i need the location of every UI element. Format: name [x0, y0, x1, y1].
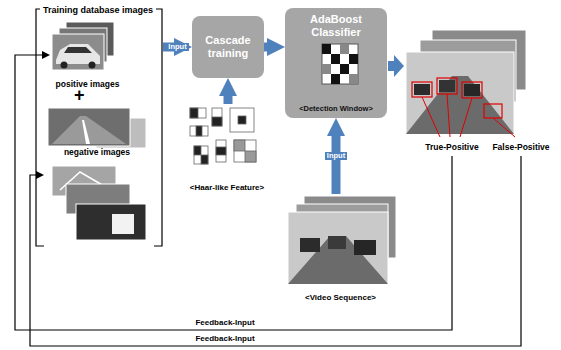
- block-arrow: [264, 43, 267, 52]
- haar-feature: [194, 146, 201, 155]
- window-cell: [349, 74, 358, 84]
- block-arrow: [332, 136, 341, 194]
- car: [439, 80, 455, 92]
- result-label: False-Positive: [491, 143, 550, 153]
- wheel: [61, 62, 68, 69]
- classifier-box: AdaBoost Classifier <Detection Window>: [285, 8, 387, 118]
- haar-feature: [234, 140, 245, 151]
- block-arrow: [224, 96, 233, 104]
- photo: [52, 34, 104, 70]
- feedback-line: [30, 156, 521, 346]
- image-set: <Video Sequence>: [283, 194, 398, 302]
- window-cell: [322, 44, 331, 54]
- window-cell: [322, 64, 331, 74]
- edge-label: Feedback-Input: [193, 334, 256, 343]
- window-cell: [340, 44, 349, 54]
- window-cell: [331, 74, 340, 84]
- image-caption: <Video Sequence>: [304, 293, 377, 302]
- car: [300, 238, 320, 252]
- lane-mark: [82, 120, 90, 144]
- car: [414, 84, 430, 95]
- haar-feature: [245, 151, 256, 162]
- road: [52, 116, 126, 144]
- haar-feature: [234, 140, 256, 162]
- haar-feature: [190, 108, 198, 118]
- window-cell: [331, 54, 340, 64]
- result-label: False-Positive: [487, 140, 555, 156]
- edge-label: Input: [325, 152, 347, 161]
- haar-feature: [196, 126, 202, 136]
- image-set: positive images: [50, 20, 125, 90]
- haar-feature: [190, 108, 206, 118]
- road: [288, 236, 388, 284]
- bracket-right: [154, 9, 162, 246]
- image-caption: negative images: [61, 148, 133, 158]
- positive-images-picture: [52, 22, 114, 70]
- result-label: True-Positive: [424, 143, 479, 153]
- result-label: True-Positive: [420, 140, 484, 156]
- haar-feature: [201, 155, 208, 164]
- box-label: AdaBoost Classifier: [300, 13, 372, 38]
- bracket-left: [36, 9, 44, 246]
- window-cell: [349, 54, 358, 64]
- database-group: positive images negative images Training d…: [33, 4, 163, 248]
- image-caption: <Haar-like Feature>: [189, 183, 265, 192]
- photo: [76, 204, 146, 240]
- leader-lines: [422, 94, 515, 137]
- haar-feature: [190, 126, 208, 136]
- road: [406, 76, 514, 134]
- car: [328, 236, 346, 249]
- haar-feature: [216, 147, 226, 155]
- window-frame: [322, 44, 358, 84]
- detection-box: [462, 82, 482, 98]
- plus-sign: +: [74, 86, 85, 104]
- haar-feature: [194, 146, 208, 164]
- process-box: Cascade training: [192, 16, 264, 78]
- car-window: [64, 47, 92, 53]
- haar-feature: [230, 108, 254, 132]
- picture-block: [112, 214, 134, 234]
- haar-feature: [212, 108, 222, 126]
- wheel: [89, 62, 96, 69]
- group-heading: Training database images: [40, 5, 156, 15]
- leader-line: [422, 97, 440, 137]
- box-label: Cascade training: [196, 34, 260, 59]
- frame: [288, 212, 388, 284]
- car: [354, 240, 376, 255]
- box-label: <Detection Window>: [298, 105, 374, 114]
- edge-label: Input: [166, 43, 188, 52]
- detection-box: [437, 78, 457, 94]
- bracket: [36, 9, 162, 246]
- leader-line: [493, 118, 515, 137]
- video-sequence-picture: [288, 196, 396, 284]
- edge-label: Feedback-Input: [193, 318, 256, 327]
- haar-feature: [216, 140, 226, 162]
- image-set: <Haar-like Feature>: [182, 104, 272, 192]
- negative-images-picture: [48, 108, 146, 240]
- detection-box: [484, 104, 502, 118]
- photo: [48, 108, 130, 146]
- window-cell: [340, 64, 349, 74]
- leader-line: [460, 98, 472, 137]
- detection-box: [412, 82, 432, 97]
- haar-feature-picture: [190, 108, 256, 164]
- haar-feature: [212, 117, 222, 126]
- detection-window-picture: [322, 44, 358, 84]
- car: [464, 84, 480, 96]
- car-shape: [56, 44, 100, 64]
- haar-feature: [238, 116, 246, 124]
- detection-boxes: [412, 78, 502, 118]
- output-arrow: [388, 55, 404, 77]
- image-caption: positive images: [55, 80, 121, 90]
- image-set: negative images: [44, 106, 150, 244]
- leader-line: [447, 94, 450, 137]
